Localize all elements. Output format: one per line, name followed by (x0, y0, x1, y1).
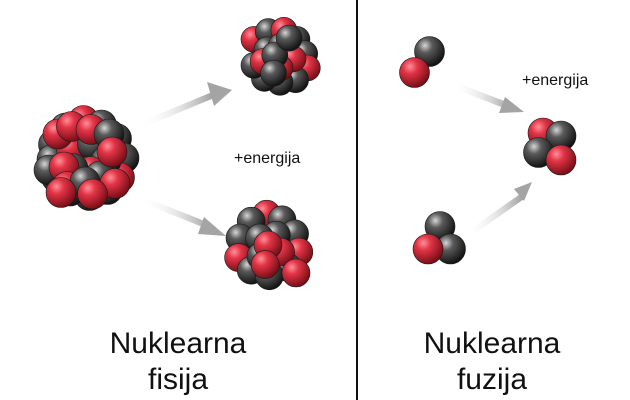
proton (96, 136, 128, 168)
nucleus-large (33, 105, 140, 211)
fission-energy-label: +energija (234, 150, 301, 167)
fusion-title-line1: Nuklearna (423, 327, 561, 360)
neutron (260, 59, 287, 87)
neutron (275, 24, 303, 52)
tritium-nucleus (412, 211, 466, 265)
proton (399, 57, 430, 88)
fission-product-nucleus-bottom (224, 199, 314, 291)
proton (412, 233, 444, 265)
fission-arrow-down (140, 196, 226, 236)
proton (281, 258, 311, 288)
neutron (414, 36, 445, 67)
helium-nucleus (523, 117, 577, 176)
proton (545, 144, 577, 176)
panel-divider (356, 0, 358, 400)
fusion-energy-label: +energija (522, 72, 589, 89)
fusion-title: Nuklearna fuzija (382, 326, 602, 398)
proton (45, 177, 77, 208)
proton (77, 178, 108, 210)
deuterium-nucleus (399, 36, 445, 88)
fission-title: Nuklearna fisija (68, 326, 288, 398)
fusion-arrow-top (452, 82, 524, 113)
fusion-title-line2: fuzija (456, 363, 528, 396)
fission-title-line2: fisija (147, 363, 208, 396)
fission-arrow-up (140, 82, 232, 128)
proton (250, 250, 280, 279)
fusion-arrow-bottom (466, 182, 532, 237)
fission-product-nucleus-top (240, 16, 321, 96)
fission-title-line1: Nuklearna (109, 327, 247, 360)
